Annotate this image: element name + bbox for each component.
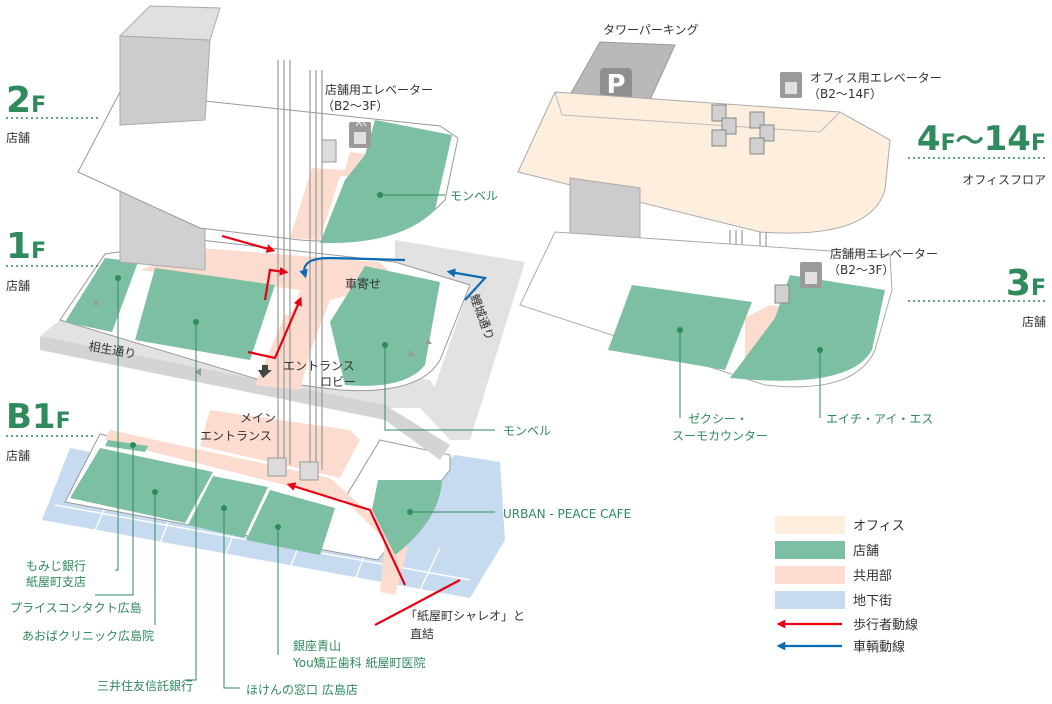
parking-p: P bbox=[606, 70, 625, 100]
label-store-elevator-2f-line1: 店舗用エレベーター bbox=[325, 83, 433, 97]
floor-b1f-number: B1F bbox=[6, 397, 71, 437]
legend-swatch-store bbox=[775, 541, 845, 559]
store-elevator-car-right bbox=[774, 284, 790, 304]
floor-3f-label: 店舗 bbox=[1022, 315, 1046, 329]
f2-store-monbell bbox=[320, 120, 452, 244]
label-urban-peace: URBAN - PEACE CAFE bbox=[503, 507, 631, 521]
pedestrian-routes bbox=[221, 234, 461, 626]
floor-1f-number: 1F bbox=[6, 226, 46, 267]
floor-2f-number: 2F bbox=[6, 80, 46, 121]
label-momiji-line2: 紙屋町支店 bbox=[26, 574, 86, 589]
f3-store-his bbox=[730, 275, 885, 381]
f4-14-slab-edge bbox=[554, 91, 841, 133]
label-store-elevator-3f-line2: （B2〜3F） bbox=[828, 263, 894, 277]
label-main-entrance-line2: エントランス bbox=[200, 429, 272, 443]
legend-label-underground: 地下街 bbox=[853, 594, 892, 609]
label-his: エイチ・アイ・エス bbox=[826, 412, 933, 426]
label-zexy-line1: ゼクシー・ bbox=[688, 412, 748, 426]
main-entrance-arrow bbox=[258, 365, 272, 378]
b1-store-ginza bbox=[246, 490, 335, 555]
f1-common-corridor bbox=[255, 315, 320, 390]
legend-label-store: 店舗 bbox=[853, 544, 879, 559]
floor-2f-label: 店舗 bbox=[6, 131, 30, 145]
b1-store-mitsui bbox=[70, 448, 213, 523]
store-elevator-icon-left bbox=[349, 121, 371, 148]
legend: オフィス 店舗 共用部 地下街 歩行者動線 車輌動線 bbox=[775, 516, 918, 655]
floor-1f-label: 店舗 bbox=[6, 279, 30, 293]
label-entrance-lobby-line2: ロビー bbox=[320, 375, 356, 389]
label-main-entrance-line1: メイン bbox=[240, 411, 276, 425]
rijo-street-road bbox=[395, 240, 525, 440]
b1-store-momiji bbox=[105, 440, 148, 452]
label-mitsui: 三井住友信託銀行 bbox=[97, 678, 193, 693]
legend-swatch-office bbox=[775, 516, 845, 534]
label-store-elevator-3f-line1: 店舗用エレベーター bbox=[830, 247, 938, 261]
elevator-cars-left bbox=[267, 139, 337, 481]
label-shareo-line2: 直結 bbox=[410, 627, 434, 641]
parking-sign bbox=[600, 68, 632, 100]
label-momiji-line1: もみじ銀行 bbox=[26, 559, 86, 573]
legend-swatch-underground bbox=[775, 591, 845, 609]
label-hoken: ほけんの窓口 広島店 bbox=[246, 682, 358, 697]
f1-common-area bbox=[140, 248, 395, 378]
callout-dots bbox=[115, 192, 823, 530]
upper-tower bbox=[119, 35, 211, 126]
label-ginza-line2: You矯正歯科 紙屋町医院 bbox=[292, 655, 426, 670]
floor-4-14f-number: 4F〜14F bbox=[917, 119, 1046, 159]
legend-swatch-common bbox=[775, 566, 845, 584]
floor-b1f-label: 店舗 bbox=[6, 449, 30, 463]
elevator-shafts-left bbox=[277, 60, 323, 470]
f4-14-floor-slab bbox=[517, 91, 891, 234]
legend-label-common: 共用部 bbox=[853, 569, 892, 584]
label-shareo-line1: 「紙屋町シャレオ」と bbox=[405, 608, 525, 623]
label-office-elevator-line2: （B2〜14F） bbox=[808, 87, 882, 101]
label-tower-parking: タワーパーキング bbox=[603, 23, 699, 37]
label-monbell-2f: モンベル bbox=[450, 189, 498, 203]
label-store-elevator-2f-line2: （B2〜3F） bbox=[322, 99, 388, 113]
label-entrance-lobby-line1: エントランス bbox=[283, 359, 355, 373]
label-kurumayose: 車寄せ bbox=[345, 276, 381, 291]
office-elevator-icon bbox=[780, 72, 802, 98]
label-price-contact: プライスコンタクト広島 bbox=[10, 600, 142, 615]
label-monbell-1f: モンベル bbox=[503, 424, 551, 438]
store-elevator-icon-right bbox=[800, 262, 822, 288]
office-elevator-cars bbox=[711, 104, 775, 155]
vehicle-routes bbox=[299, 256, 488, 301]
label-ginza-line1: 銀座青山 bbox=[293, 638, 341, 653]
label-aoba: あおばクリニック広島院 bbox=[22, 628, 154, 643]
floor-4-14f-label: オフィスフロア bbox=[962, 173, 1046, 187]
legend-label-pedestrian: 歩行者動線 bbox=[853, 617, 918, 633]
upper-tower-top bbox=[118, 5, 221, 41]
road-arrows bbox=[92, 300, 432, 376]
callout-lines bbox=[95, 194, 821, 689]
legend-label-vehicle: 車輌動線 bbox=[853, 639, 905, 655]
f1-store-monbell bbox=[330, 266, 440, 386]
b1-store-hoken bbox=[188, 476, 268, 538]
b1-store-urban-peace bbox=[372, 480, 442, 555]
floor-3f-number: 3F bbox=[1006, 263, 1046, 304]
legend-label-office: オフィス bbox=[853, 519, 905, 534]
b1-common-area-2 bbox=[200, 410, 360, 478]
aioi-street-road-lower bbox=[40, 336, 450, 460]
label-office-elevator-line1: オフィス用エレベーター bbox=[810, 71, 942, 85]
label-zexy-line2: スーモカウンター bbox=[672, 429, 768, 443]
f1-store-aoba bbox=[135, 268, 275, 360]
